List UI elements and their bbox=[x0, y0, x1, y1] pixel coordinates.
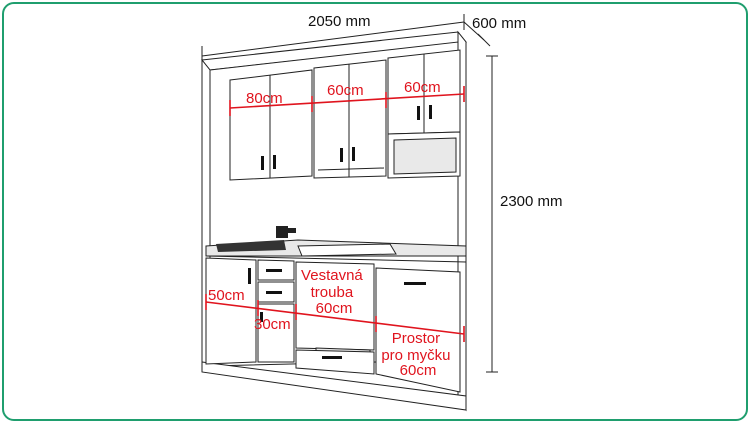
upper-right-width: 60cm bbox=[404, 79, 441, 96]
upper-cabinet-right bbox=[387, 49, 461, 179]
dishwasher-space bbox=[375, 267, 461, 393]
drawer-unit bbox=[257, 259, 295, 363]
oven-space bbox=[295, 261, 375, 375]
upper-middle-width: 60cm bbox=[327, 82, 364, 99]
width-dimension: 2050 mm bbox=[201, 13, 465, 62]
height-label: 2300 mm bbox=[500, 193, 563, 210]
sink-cabinet bbox=[205, 257, 257, 365]
oven-label: Vestavná trouba 60cm bbox=[301, 267, 367, 317]
drawer-unit-width: 30cm bbox=[254, 316, 291, 333]
upper-cabinet-middle bbox=[313, 59, 387, 179]
width-label: 2050 mm bbox=[308, 13, 371, 30]
height-dimension: 2300 mm bbox=[486, 55, 563, 373]
upper-left-width: 80cm bbox=[246, 90, 283, 107]
dishwasher-label: Prostor pro myčku 60cm bbox=[381, 330, 454, 379]
depth-dimension: 600 mm bbox=[463, 15, 526, 47]
sink bbox=[216, 226, 296, 252]
red-dimension-upper bbox=[229, 86, 465, 116]
red-dimension-lower bbox=[205, 294, 465, 342]
upper-cabinet-left bbox=[229, 69, 313, 181]
depth-label: 600 mm bbox=[472, 15, 526, 32]
sink-cabinet-width: 50cm bbox=[208, 287, 245, 304]
hob bbox=[297, 243, 397, 257]
